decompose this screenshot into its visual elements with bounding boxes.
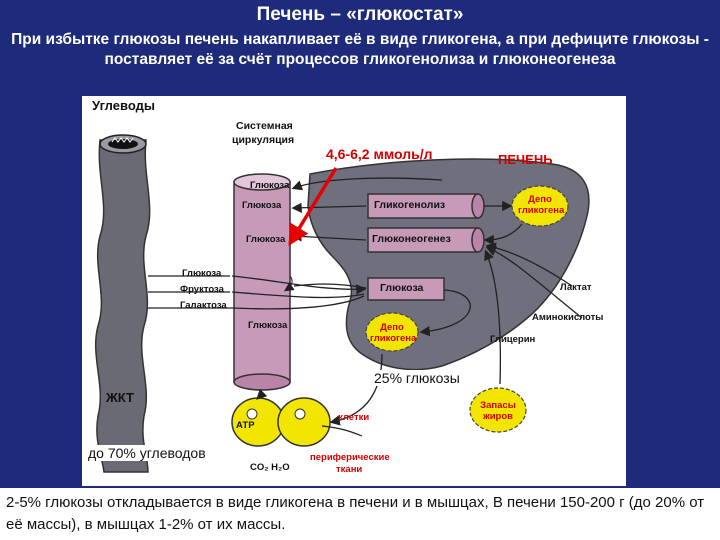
glucose-metabolism-diagram: Углеводы ЖКТ Системная циркуляция 4,6-6,… bbox=[82, 96, 626, 486]
label-peripheral-2: ткани bbox=[336, 464, 363, 475]
label-liver-glucose: Глюкоза bbox=[380, 282, 424, 294]
label-gut-glucose: Глюкоза bbox=[182, 268, 222, 279]
label-tube-glucose-4: Глюкоза bbox=[248, 320, 288, 331]
label-atp: АТР bbox=[236, 420, 255, 431]
label-lactate: Лактат bbox=[560, 282, 592, 293]
gut-shape bbox=[94, 139, 151, 473]
label-carbs-70: до 70% углеводов bbox=[88, 445, 206, 461]
label-glucose-range: 4,6-6,2 ммоль/л bbox=[326, 146, 433, 162]
label-liver: ПЕЧЕНЬ bbox=[498, 152, 553, 167]
label-tube-glucose-1: Глюкоза bbox=[250, 180, 290, 191]
label-co2-h2o: CO₂ H₂O bbox=[250, 462, 290, 473]
glycogen-depot-2-shape bbox=[365, 312, 419, 352]
label-gut-galactose: Галактоза bbox=[180, 300, 227, 311]
label-tube-glucose-2: Глюкоза bbox=[242, 200, 282, 211]
label-systemic-1: Системная bbox=[236, 120, 293, 132]
footer-text: 2-5% глюкозы откладывается в виде гликог… bbox=[6, 494, 705, 533]
label-pct-glucose: 25% глюкозы bbox=[374, 370, 460, 386]
label-carbohydrates: Углеводы bbox=[92, 98, 155, 113]
label-amino-acids: Аминокислоты bbox=[532, 312, 604, 323]
liver-glucose-tube bbox=[367, 277, 445, 301]
red-arrow bbox=[288, 167, 338, 246]
label-peripheral-1: периферические bbox=[310, 452, 390, 463]
label-cells: клетки bbox=[338, 412, 370, 423]
gluconeogenesis-tube bbox=[367, 227, 479, 253]
label-glycogen-depot-1: Депо гликогена bbox=[518, 194, 565, 216]
glycogenolysis-tube bbox=[367, 193, 479, 219]
footer-panel: 2-5% глюкозы откладывается в виде гликог… bbox=[0, 488, 720, 540]
label-gut-fructose: Фруктоза bbox=[180, 284, 224, 295]
fat-stores-shape bbox=[469, 387, 527, 433]
diagram-graphics bbox=[94, 134, 590, 473]
label-tube-glucose-3: Глюкоза bbox=[246, 234, 286, 245]
label-glycogen-depot-2: Депо гликогена bbox=[370, 322, 417, 344]
slide-subtitle: При избытке глюкозы печень накапливает е… bbox=[11, 31, 709, 68]
label-gluconeogenesis: Глюконеогенез bbox=[372, 233, 451, 245]
label-glycerol: Глицерин bbox=[490, 334, 536, 345]
label-fat-stores: Запасы жиров bbox=[480, 400, 516, 422]
cell-right-shape bbox=[277, 397, 331, 447]
label-systemic-2: циркуляция bbox=[232, 134, 295, 146]
slide-title: Печень – «глюкостат» bbox=[256, 4, 464, 25]
label-glycogenolysis: Гликогенолиз bbox=[374, 199, 446, 211]
label-gut: ЖКТ bbox=[106, 390, 134, 405]
